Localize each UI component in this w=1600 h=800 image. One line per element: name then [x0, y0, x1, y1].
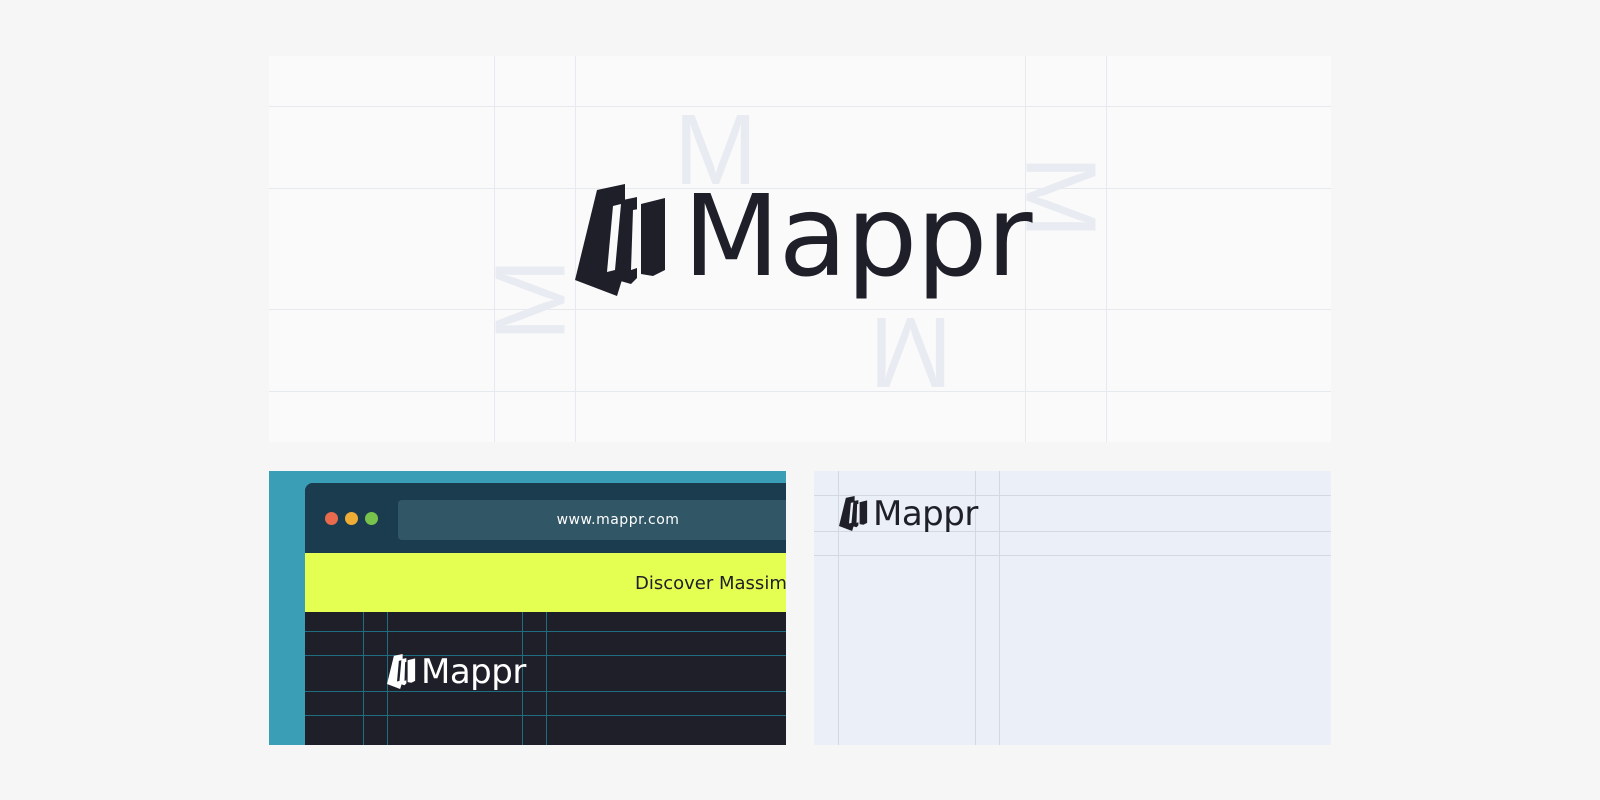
guide-line [814, 495, 1331, 496]
browser-toolbar: www.mappr.com [305, 483, 786, 553]
guide-line [305, 631, 786, 632]
mappr-logo-icon [387, 654, 416, 689]
url-bar[interactable]: www.mappr.com [398, 500, 786, 540]
guide-line [814, 531, 1331, 532]
guide-line [975, 471, 976, 745]
guide-line [305, 715, 786, 716]
brand-wordmark: Mappr [421, 651, 526, 692]
guide-line [522, 612, 523, 745]
guide-line [387, 612, 388, 745]
guide-line [269, 106, 1331, 107]
guide-line [838, 471, 839, 745]
guide-line [363, 612, 364, 745]
light-clearspace-panel: Mappr [814, 471, 1331, 745]
clearspace-panel: M M M M Mappr [269, 56, 1331, 442]
guide-line [269, 391, 1331, 392]
maximize-dot[interactable] [365, 512, 378, 525]
brand-logo-small: Mappr [839, 496, 978, 531]
clearspace-m-top: M [674, 94, 758, 206]
minimize-dot[interactable] [345, 512, 358, 525]
guide-line [269, 309, 1331, 310]
guide-line [1025, 56, 1026, 442]
brand-wordmark: Mappr [873, 493, 978, 534]
mappr-logo-icon [839, 496, 868, 531]
banner-text[interactable]: Discover Massim [635, 573, 786, 594]
close-dot[interactable] [325, 512, 338, 525]
browser-window: www.mappr.com Discover Massim Mappr [305, 483, 786, 745]
clearspace-m-left: M [474, 258, 587, 342]
guide-line [999, 471, 1000, 745]
guide-line [269, 188, 1331, 189]
guide-line [494, 56, 495, 442]
promo-banner: Discover Massim [305, 553, 786, 612]
brand-logo-inverted[interactable]: Mappr [387, 654, 526, 689]
brand-wordmark: Mappr [683, 172, 1032, 302]
brand-logo-large: Mappr [575, 172, 1032, 302]
guide-line [305, 691, 786, 692]
guide-line [575, 56, 576, 442]
guide-line [1106, 56, 1107, 442]
guide-line [305, 655, 786, 656]
clearspace-m-bottom: M [869, 296, 953, 408]
mappr-logo-icon [575, 184, 665, 296]
guide-line [546, 612, 547, 745]
guide-line [814, 555, 1331, 556]
browser-mockup-panel: www.mappr.com Discover Massim Mappr [269, 471, 786, 745]
